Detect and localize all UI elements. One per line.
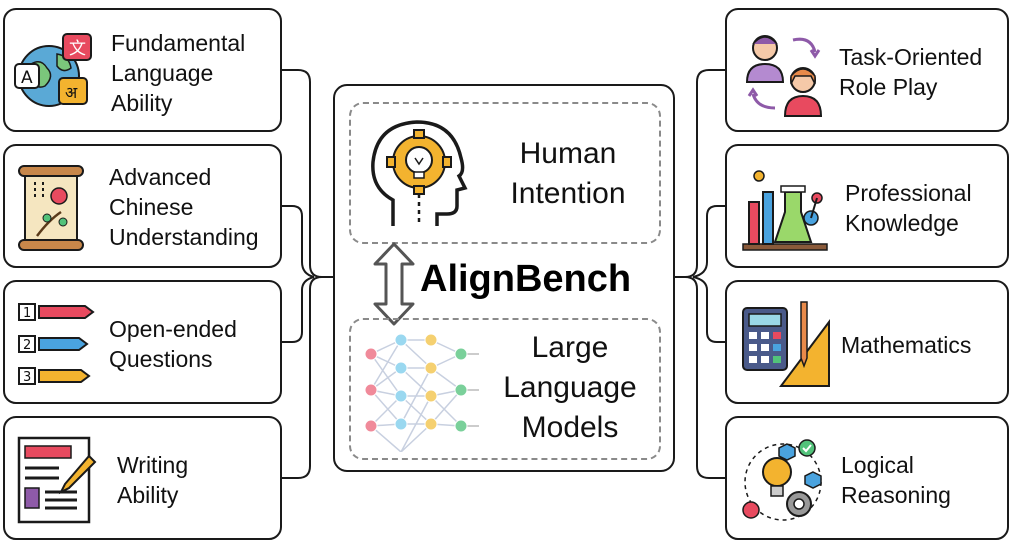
writing-ability-label: Writing Ability <box>117 452 189 508</box>
advanced-chinese-understanding-box: Advanced Chinese Understanding <box>3 144 282 268</box>
svg-text:1: 1 <box>23 306 31 321</box>
svg-text:3: 3 <box>23 370 31 385</box>
double-arrow-icon <box>373 242 415 326</box>
neural-network-icon <box>364 333 479 452</box>
logical-reasoning-label: Logical Reasoning <box>841 452 951 508</box>
svg-text:文: 文 <box>69 39 86 59</box>
lightbulb-gear-icon <box>742 439 822 521</box>
human-intention-panel: Human Intention <box>349 102 661 244</box>
fundamental-language-ability-label: Fundamental Language Ability <box>111 30 246 116</box>
svg-text:अ: अ <box>65 83 78 102</box>
mathematics-box: Mathematics <box>725 280 1009 404</box>
llm-label: Large Language Models <box>503 331 637 444</box>
human-intention-label: Human Intention <box>510 137 626 210</box>
professional-knowledge-box: Professional Knowledge <box>725 144 1009 268</box>
writing-ability-box: Writing Ability <box>3 416 282 540</box>
task-oriented-role-play-box: Task-Oriented Role Play <box>725 8 1009 132</box>
role-swap-icon <box>745 35 823 117</box>
llm-panel: Large Language Models <box>349 318 661 460</box>
logical-reasoning-box: Logical Reasoning <box>725 416 1009 540</box>
ancient-scroll-icon <box>18 165 84 251</box>
open-ended-questions-label: Open-ended Questions <box>109 316 237 372</box>
advanced-chinese-understanding-label: Advanced Chinese Understanding <box>109 164 259 250</box>
notepad-pencil-icon <box>17 436 97 524</box>
svg-text:2: 2 <box>23 338 31 353</box>
task-oriented-role-play-label: Task-Oriented Role Play <box>839 44 983 100</box>
open-ended-questions-box: 1 2 3 Open-ended Questions <box>3 280 282 404</box>
lab-flasks-icon <box>742 170 828 251</box>
alignbench-center-box: Human Intention AlignBench <box>333 84 675 472</box>
professional-knowledge-label: Professional Knowledge <box>845 180 972 236</box>
head-lightbulb-icon <box>371 120 468 226</box>
svg-text:A: A <box>21 68 33 88</box>
alignbench-title: AlignBench <box>420 258 632 300</box>
fundamental-language-ability-box: A 文 अ Fundamental Language Ability <box>3 8 282 132</box>
numbered-list-icon: 1 2 3 <box>18 303 95 385</box>
language-globe-icon: A 文 अ <box>14 33 92 107</box>
mathematics-label: Mathematics <box>841 332 972 358</box>
calculator-ruler-icon <box>742 301 830 387</box>
